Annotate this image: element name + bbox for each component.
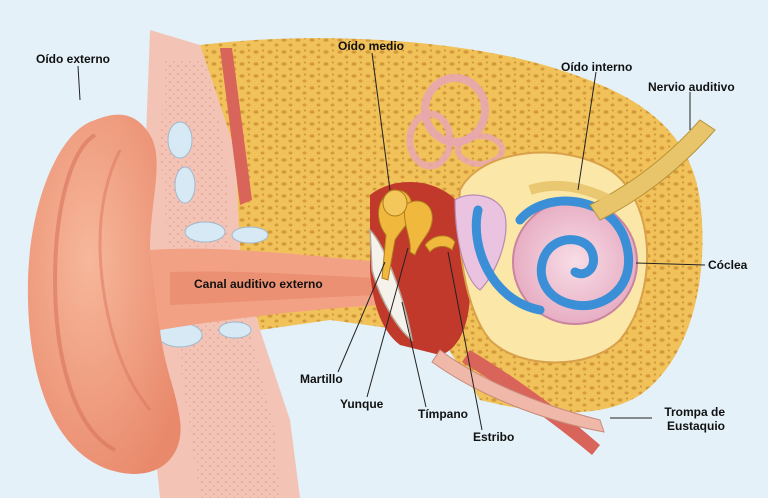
cartilage-window <box>174 166 196 204</box>
label-cochlea: Cóclea <box>708 258 748 272</box>
label-eardrum: Tímpano <box>418 407 468 421</box>
label-eustachian-line1: Trompa de <box>664 405 725 419</box>
label-middle-ear: Oído medio <box>338 39 404 53</box>
label-inner-ear: Oído interno <box>561 60 633 74</box>
pinna-antihelix <box>98 149 152 411</box>
ossicle-head <box>382 189 408 217</box>
semicircular-canal <box>455 133 505 167</box>
label-auditory-nerve: Nervio auditivo <box>648 80 735 94</box>
incus <box>403 200 433 256</box>
label-eustachian-line2: Eustaquio <box>666 419 725 433</box>
label-eustachian-tube: Trompa de Eustaquio <box>655 405 725 433</box>
muscle-band <box>220 48 252 205</box>
semicircular-canal <box>421 74 489 146</box>
canal-inner <box>170 271 395 305</box>
pinna-helix-fold <box>52 133 116 452</box>
auditory-nerve <box>589 119 716 221</box>
semicircular-canal <box>406 110 454 170</box>
stapes <box>424 235 456 253</box>
label-stapes: Estribo <box>473 430 515 444</box>
label-external-canal: Canal auditivo externo <box>194 277 323 291</box>
leader-lines <box>77 52 706 431</box>
label-outer-ear: Oído externo <box>36 52 111 66</box>
cartilage-window <box>231 226 269 244</box>
cartilage-window <box>184 221 226 243</box>
eustachian-tube <box>431 349 605 433</box>
label-malleus: Martillo <box>300 372 343 386</box>
cartilage-window <box>167 121 193 159</box>
cochlea-duct <box>471 205 545 315</box>
label-incus: Yunque <box>340 397 384 411</box>
auditory-nerve-fibers <box>528 180 613 205</box>
cartilage-window <box>218 321 252 339</box>
